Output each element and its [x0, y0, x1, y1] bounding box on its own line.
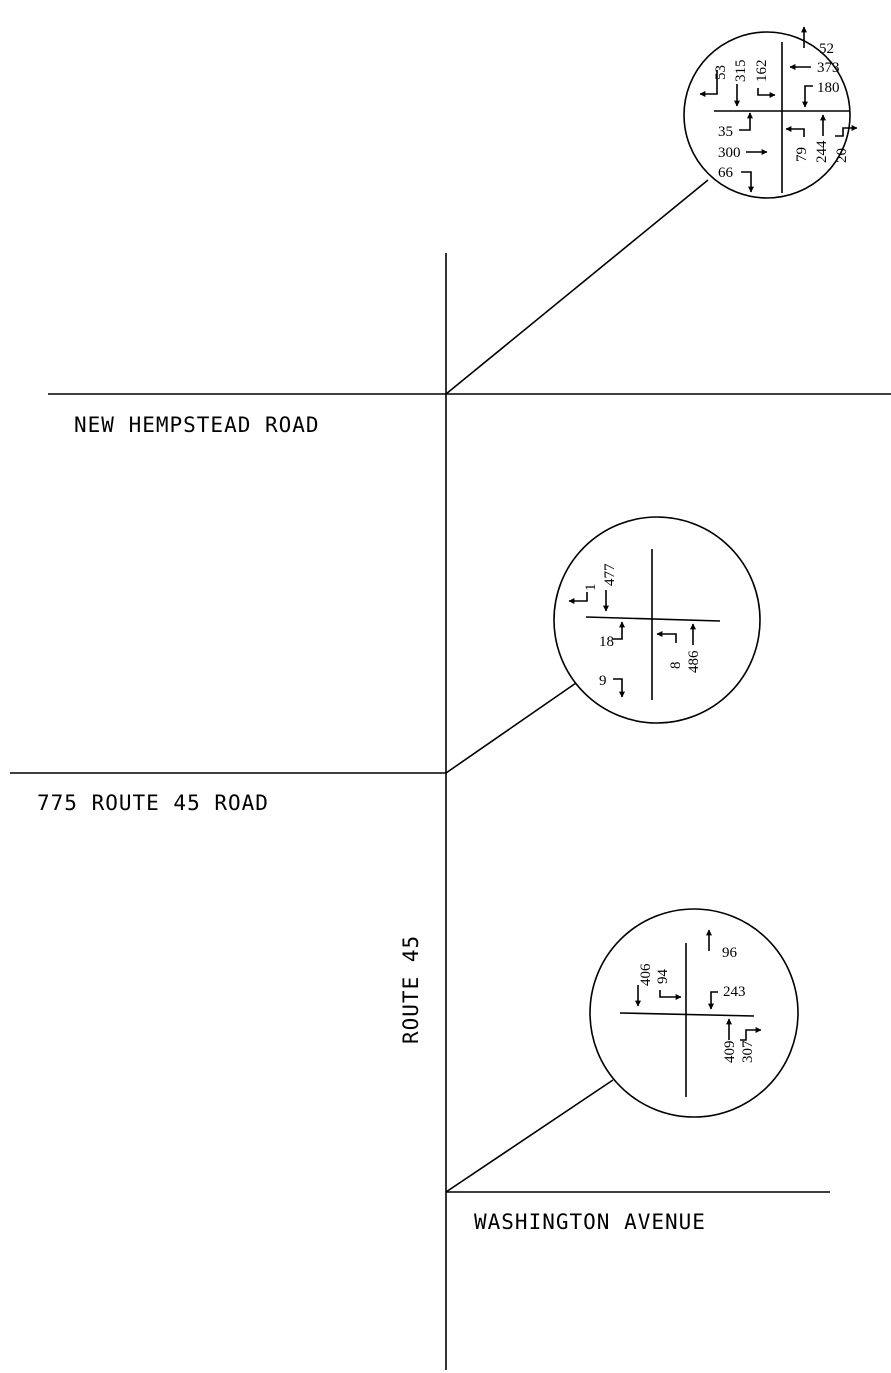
nb-through-volume: 409 — [722, 1041, 738, 1064]
sb-left-arrow — [659, 990, 682, 1000]
sb-right-volume: 53 — [713, 65, 729, 80]
sb-left-volume: 162 — [754, 60, 770, 83]
intersection-new-hempstead: 53 315 162 52 373 180 35 300 66 79 244 2… — [683, 26, 858, 199]
nb-right-arrow — [835, 125, 858, 137]
nb-left-arrow — [656, 631, 677, 643]
wb-right-volume: 52 — [819, 41, 834, 57]
intersection-circle — [683, 31, 851, 199]
nb-through-volume: 244 — [814, 140, 830, 163]
label-route-45: ROUTE 45 — [399, 935, 423, 1044]
eb-left-volume: 18 — [599, 634, 614, 650]
wb-left-volume: 243 — [723, 984, 746, 1000]
nb-left-volume: 79 — [794, 147, 810, 162]
eb-right-arrow — [741, 171, 754, 193]
eb-right-volume: 9 — [599, 673, 607, 689]
sb-left-arrow — [757, 88, 776, 98]
nb-right-volume: 20 — [834, 148, 850, 163]
nb-left-volume: 8 — [668, 662, 684, 670]
nb-right-volume: 307 — [740, 1040, 756, 1063]
label-washington-avenue: WASHINGTON AVENUE — [474, 1210, 706, 1234]
sb-through-volume: 406 — [638, 963, 654, 986]
intersection-route45-road: 1 477 18 9 8 486 — [553, 516, 761, 724]
intersection-circle — [589, 908, 799, 1118]
nb-through-volume: 486 — [686, 650, 702, 673]
sb-left-volume: 94 — [655, 969, 671, 985]
leader-line-washington — [445, 1079, 614, 1193]
eb-left-arrow — [739, 112, 753, 131]
label-route45-road: 775 ROUTE 45 ROAD — [37, 791, 269, 815]
leader-lines — [445, 179, 709, 1193]
leader-line-route45-road — [445, 682, 577, 774]
label-new-hempstead-road: NEW HEMPSTEAD ROAD — [74, 413, 320, 437]
leader-line-new-hempstead — [445, 179, 709, 395]
wb-left-arrow — [708, 991, 718, 1010]
intersection-circle — [553, 516, 761, 724]
intersection-ew-street — [619, 1012, 755, 1017]
nb-right-arrow — [740, 1027, 762, 1041]
sb-through-volume: 315 — [733, 60, 749, 83]
wb-left-volume: 180 — [817, 80, 840, 96]
eb-left-arrow — [613, 621, 625, 640]
eb-right-volume: 66 — [718, 165, 734, 181]
eb-left-volume: 35 — [718, 124, 733, 140]
intersection-ew-street — [585, 616, 721, 622]
intersection-washington: 406 94 96 243 409 307 — [589, 908, 799, 1118]
nb-left-arrow — [785, 126, 805, 137]
sb-right-arrow — [568, 592, 588, 604]
wb-left-arrow — [802, 85, 813, 108]
wb-right-volume: 96 — [722, 945, 738, 961]
eb-through-volume: 300 — [718, 145, 741, 161]
eb-right-arrow — [613, 678, 625, 698]
road-network — [10, 253, 891, 1370]
wb-through-volume: 373 — [817, 60, 840, 76]
sb-right-arrow — [699, 70, 718, 97]
sb-through-volume: 477 — [602, 563, 618, 586]
sb-right-volume: 1 — [583, 584, 599, 592]
